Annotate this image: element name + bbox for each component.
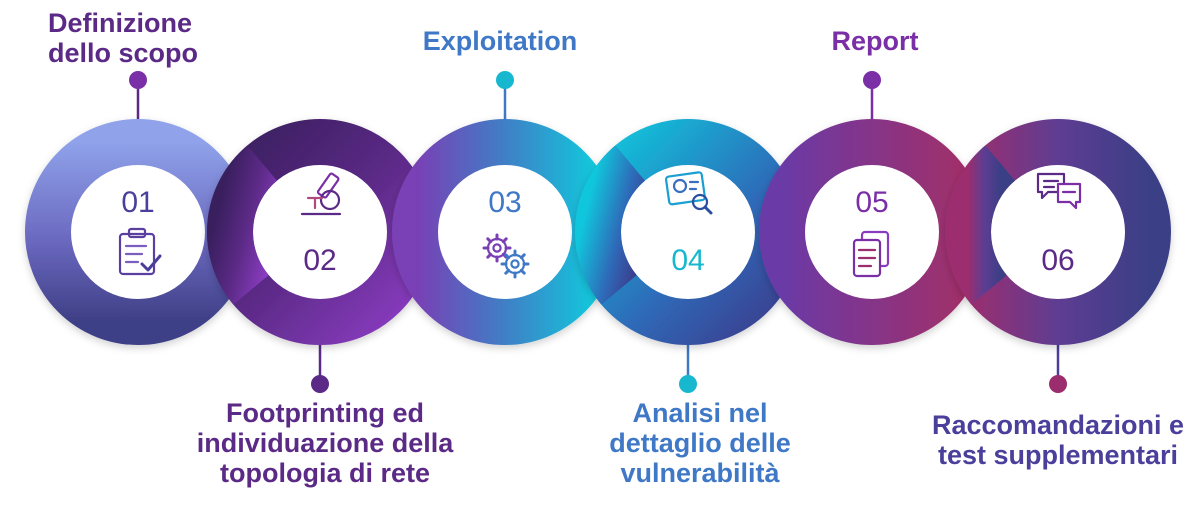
step-3-connector-dot (496, 71, 514, 89)
chart-magnifier-icon (664, 171, 713, 215)
step-3-number: 03 (488, 186, 521, 219)
step-6-connector-dot (1049, 375, 1067, 393)
documents-icon (852, 230, 890, 278)
step-3-ring (392, 119, 618, 345)
ring-overlap-arc (207, 145, 278, 305)
step-5-number: 05 (855, 186, 888, 219)
step-4-number: 04 (671, 244, 704, 277)
step-1-number: 01 (121, 186, 154, 219)
clipboard-check-icon (118, 227, 162, 276)
microscope-icon (300, 172, 342, 216)
step-5-label: Report (831, 26, 919, 56)
step-5-connector-dot (863, 71, 881, 89)
step-6-number: 06 (1041, 244, 1074, 277)
step-2-connector-dot (311, 375, 329, 393)
step-1-ring (25, 119, 251, 345)
step-1-connector-dot (129, 71, 147, 89)
ring-overlap-arc (945, 145, 1016, 305)
step-3-label: Exploitation (422, 26, 578, 56)
gears-icon (482, 233, 530, 279)
step-4-connector-dot (679, 375, 697, 393)
step-2-number: 02 (303, 244, 336, 277)
chat-bubbles-icon (1036, 172, 1082, 210)
ring-overlap-arc (575, 145, 646, 305)
